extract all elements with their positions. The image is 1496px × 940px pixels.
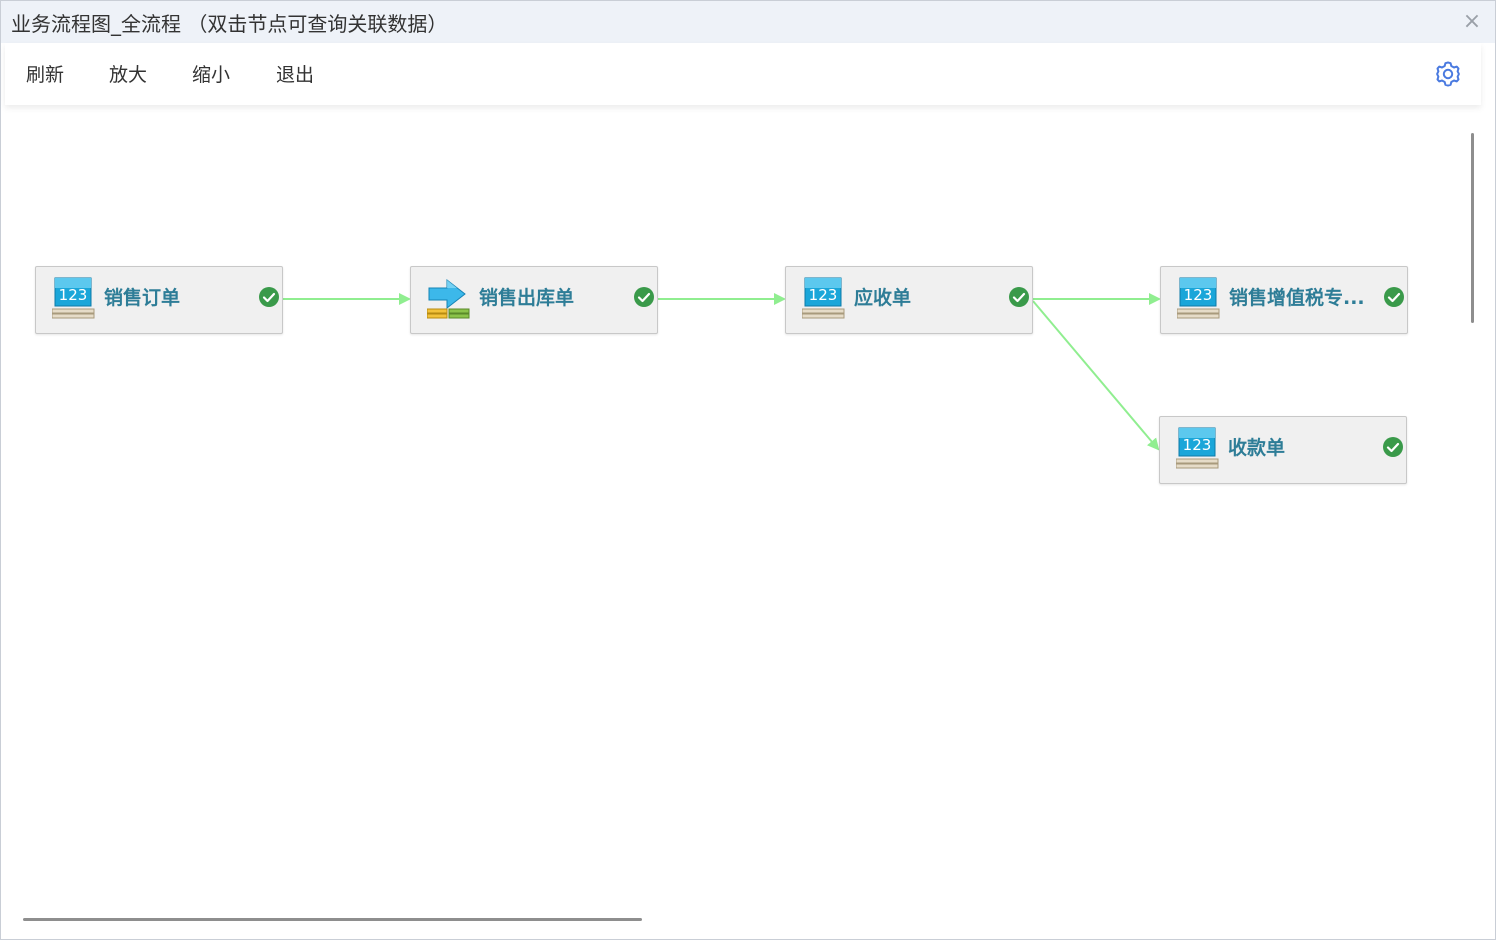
refresh-button[interactable]: 刷新: [26, 64, 65, 86]
svg-text:123: 123: [59, 286, 88, 304]
flow-node-sales-vat[interactable]: 123 销售增值税专...: [1160, 266, 1408, 334]
check-circle-icon: [1009, 287, 1029, 307]
zoom-in-button[interactable]: 放大: [109, 64, 148, 86]
check-circle-icon: [1383, 437, 1403, 457]
svg-text:123: 123: [1184, 286, 1213, 304]
flow-canvas[interactable]: 123 销售订单 销售出库单: [1, 113, 1495, 939]
check-circle-icon: [634, 287, 654, 307]
svg-text:123: 123: [809, 286, 838, 304]
svg-text:123: 123: [1183, 436, 1212, 454]
document-123-icon: 123: [1177, 277, 1220, 319]
node-label: 收款单: [1228, 437, 1286, 459]
node-label: 销售订单: [104, 287, 181, 309]
node-label: 销售出库单: [479, 287, 575, 309]
gear-icon[interactable]: [1433, 59, 1463, 89]
document-123-icon: 123: [52, 277, 95, 319]
zoom-out-button[interactable]: 缩小: [192, 64, 231, 86]
flow-node-receipt[interactable]: 123 收款单: [1159, 416, 1407, 484]
flow-edges: [283, 293, 1161, 451]
document-123-icon: 123: [802, 277, 845, 319]
document-123-icon: 123: [1176, 427, 1219, 469]
vertical-scrollbar[interactable]: [1471, 133, 1474, 323]
check-circle-icon: [1384, 287, 1404, 307]
title-bar: 业务流程图_全流程 （双击节点可查询关联数据） ×: [1, 1, 1495, 43]
horizontal-scrollbar[interactable]: [23, 918, 642, 921]
flow-node-sales-outbound[interactable]: 销售出库单: [410, 266, 658, 334]
check-circle-icon: [259, 287, 279, 307]
node-label: 销售增值税专...: [1229, 287, 1365, 309]
exit-button[interactable]: 退出: [276, 64, 315, 86]
edge-receivable-to-receipt: [1032, 300, 1160, 451]
close-icon[interactable]: ×: [1462, 9, 1482, 34]
toolbar: 刷新 放大 缩小 退出: [5, 43, 1481, 105]
window-title: 业务流程图_全流程 （双击节点可查询关联数据）: [11, 12, 448, 36]
node-label: 应收单: [854, 287, 912, 309]
flow-node-receivable[interactable]: 123 应收单: [785, 266, 1033, 334]
outbound-arrow-icon: [427, 278, 470, 319]
flow-node-sales-order[interactable]: 123 销售订单: [35, 266, 283, 334]
